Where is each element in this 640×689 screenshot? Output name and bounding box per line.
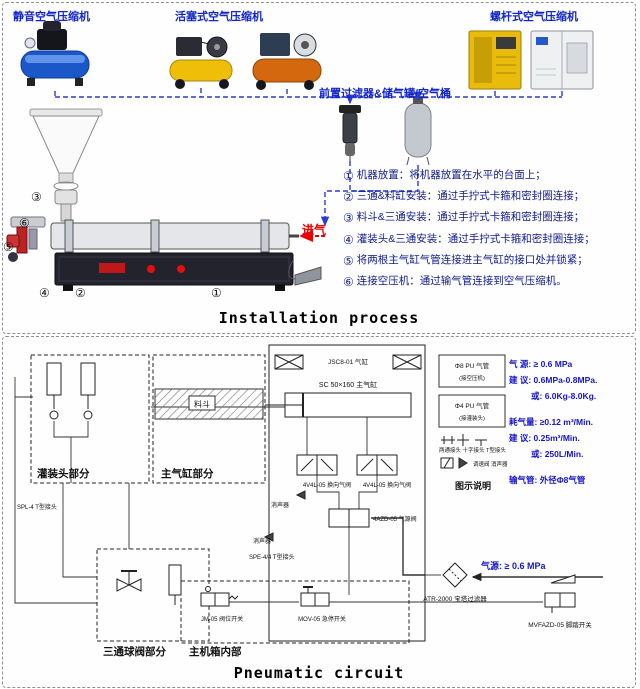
legend-boxes [438, 354, 506, 428]
screw-compressor-white-image [530, 30, 594, 90]
spec-line: 或: 6.0Kg-8.0Kg. [531, 391, 596, 401]
hopper-label: 料斗 [194, 399, 210, 409]
pneumatic-graphics: 料斗 [14, 344, 603, 658]
machine-callout: ③ [31, 190, 42, 204]
step-text: 料斗&三通安装：通过手拧式卡箍和密封圈连接； [356, 211, 585, 224]
step-number: ② [343, 190, 354, 205]
spec-line: 建 议: 0.25m³/Min. [508, 433, 580, 443]
spec-line: 气 源: ≥ 0.6 MPa [508, 359, 573, 369]
spe-tee-label: SPE-4/4 T型接头 [249, 553, 295, 561]
filling-machine-image [6, 108, 322, 291]
machine-callout: ② [75, 286, 86, 300]
legend-pipe8-label: Φ8 PU 气管 [455, 361, 490, 370]
step-number: ④ [343, 232, 354, 247]
pneumatic-piping [14, 377, 603, 604]
screw-compressor-yellow-image [468, 30, 522, 90]
spec-line: 耗气量: ≥0.12 m³/Min. [509, 417, 593, 427]
hopper-band [154, 388, 264, 420]
installation-graphics [6, 21, 594, 291]
step-text: 将两根主气缸气管连接进主气缸的接口处并锁紧； [356, 253, 588, 266]
pneumatic-panel: 料斗 [2, 336, 636, 688]
step-number: ③ [343, 211, 354, 226]
silent-compressor-image [20, 21, 90, 86]
spec-line: 或: 250L/Min. [531, 449, 583, 459]
step-text: 机器放置：将机器放置在水平的台面上； [356, 169, 546, 181]
prefilter-image [339, 105, 361, 161]
atr-filter-label: ATR-2000 宝塔过滤器 [423, 594, 487, 603]
legend-row1-label: 两通接头 十字接头 T型接头 [439, 446, 506, 454]
air-tank-image [404, 96, 432, 166]
machine-callout: ④ [39, 286, 50, 300]
screw-compressor-label: 螺杆式空气压缩机 [490, 11, 578, 23]
step-number: ⑤ [343, 253, 354, 268]
step-text: 灌装头&三通安装：通过手拧式卡箍和密封圈连接； [356, 232, 595, 245]
ball-valve-section-label: 三通球阀部分 [103, 645, 166, 658]
main-cylinder-section-label: 主气缸部分 [161, 467, 214, 480]
step-text: 三通&料缸安装：通过手拧式卡箍和密封圈连接； [356, 190, 585, 203]
muffler-label: 消声器 [271, 501, 289, 509]
legend-pipe4-note: (接灌装头) [459, 414, 485, 422]
spl-tee-label: SPL-4 T型接头 [17, 503, 57, 511]
piston-compressor-label: 活塞式空气压缩机 [175, 11, 263, 23]
prefilter-label: 前置过滤器&储气罐/空气桶 [319, 88, 451, 100]
machine-callout: ⑥ [19, 216, 30, 230]
filling-head-section-label: 灌装头部分 [37, 467, 90, 480]
valve-left-label: 4V4L-05 换向气阀 [303, 481, 351, 489]
air-inlet-label: 进气 [302, 223, 327, 237]
piston-compressor-orange-image [252, 33, 322, 90]
jsc8-cylinder-label: JSC8-01 气缸 [328, 357, 369, 366]
valve-right-label: 4V4L-05 换向气阀 [363, 481, 411, 489]
spec-line: 输气管: 外径Φ8气管 [509, 475, 586, 485]
step-text: 连接空压机：通过输气管连接到空气压缩机。 [356, 274, 567, 287]
machine-callout: ⑤ [3, 240, 14, 254]
main-cylinder-label: SC 50×160 主气缸 [319, 380, 377, 389]
step-number: ⑥ [343, 274, 354, 289]
jm-valve-label: JM-05 阀位开关 [201, 615, 243, 623]
legend-pipe8-note: (接空压机) [459, 374, 485, 382]
mov-valve-label: MOV-05 急停开关 [298, 615, 346, 623]
center-circuit-box [268, 344, 426, 642]
component-glyphs [46, 354, 576, 613]
step-number: ① [343, 169, 354, 183]
air-source-label: 气源: ≥ 0.6 MPa [480, 560, 546, 571]
silent-compressor-label: 静音空气压缩机 [13, 11, 90, 23]
foot-switch-label: MVFAZD-05 脚踏开关 [528, 620, 592, 629]
piston-compressor-yellow-image [169, 36, 233, 89]
source-valve-label: 4AZD-05 气源阀 [373, 515, 417, 523]
pneumatic-title: Pneumatic circuit [233, 664, 405, 682]
legend-title: 图示说明 [455, 480, 491, 491]
air-flow-lines [54, 88, 563, 227]
installation-title: Installation process [218, 309, 420, 327]
cabinet-section-label: 主机箱内部 [189, 645, 242, 658]
spec-line: 建 议: 0.6MPa-0.8MPa. [508, 375, 597, 385]
muffler-label: 消声器 [253, 537, 271, 545]
machine-callout: ① [211, 286, 222, 300]
legend-pipe4-label: Φ4 PU 气管 [455, 401, 490, 410]
installation-panel: 静音空气压缩机 活塞式空气压缩机 螺杆式空气压缩机 前置过滤器&储气罐/空气桶 … [2, 2, 636, 334]
legend-row2-label: 调速阀 消声器 [473, 460, 508, 468]
